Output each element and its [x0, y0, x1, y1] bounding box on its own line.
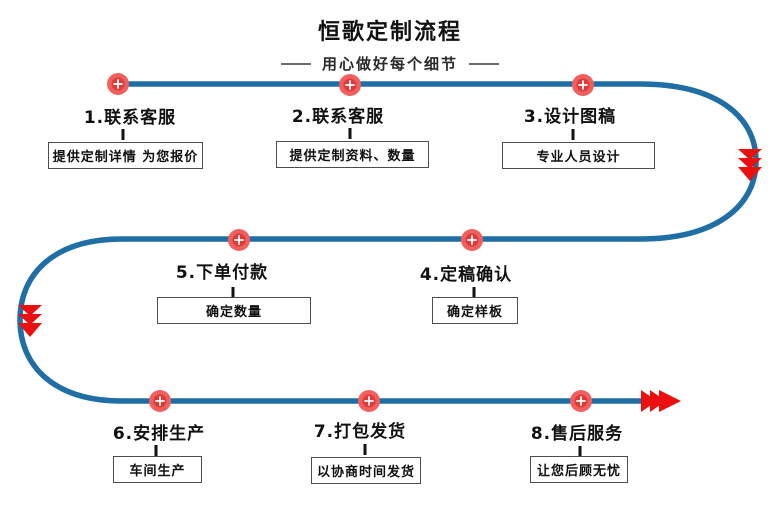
subtitle-dash-right [469, 62, 499, 65]
step-note-text: 确定数量 [205, 305, 262, 320]
step-note-box-7: 以协商时间发货 [311, 457, 421, 484]
step-connector-tick [363, 444, 367, 455]
step-label-1: 1.联系客服 [83, 108, 177, 128]
plus-marker-icon [570, 390, 592, 412]
plus-marker-icon [461, 229, 483, 251]
step-note-text: 让您后顾无忧 [536, 464, 621, 479]
step-note-text: 以协商时间发货 [316, 465, 415, 480]
header: 恒歌定制流程 用心做好每个细节 [0, 14, 780, 74]
step-note-box-5: 确定数量 [157, 297, 311, 324]
step-connector-tick [154, 445, 158, 456]
step-note-text: 专业人员设计 [536, 150, 621, 165]
step-connector-tick [348, 128, 352, 139]
plus-marker-icon [358, 390, 380, 412]
step-label-2: 2.联系客服 [291, 107, 385, 127]
page-subtitle: 用心做好每个细节 [0, 53, 780, 74]
step-note-text: 确定样板 [446, 305, 503, 320]
plus-marker-icon [339, 74, 361, 96]
step-markers [107, 73, 594, 412]
plus-marker-icon [107, 73, 129, 95]
step-connector-tick [571, 129, 575, 140]
step-note-box-1: 提供定制详情 为您报价 [48, 142, 203, 169]
step-connector-tick [231, 287, 235, 298]
subtitle-dash-left [280, 62, 311, 65]
step-note-box-6: 车间生产 [113, 456, 202, 483]
chevron-down-icon [738, 149, 762, 181]
step-note-text: 提供定制资料、数量 [289, 149, 416, 164]
page-title: 恒歌定制流程 [317, 20, 462, 45]
step-label-7: 7.打包发货 [313, 422, 407, 442]
step-note-box-2: 提供定制资料、数量 [276, 141, 429, 168]
step-note-text: 提供定制详情 为您报价 [52, 150, 199, 165]
chevron-down-icon [18, 305, 42, 337]
chevron-right-icon [641, 390, 681, 412]
plus-marker-icon [149, 390, 171, 412]
step-label-8: 8.售后服务 [530, 424, 624, 444]
step-connector-tick [121, 129, 125, 140]
flow-line [17, 81, 759, 404]
step-note-text: 车间生产 [129, 464, 186, 479]
step-note-box-8: 让您后顾无忧 [530, 456, 628, 483]
plus-marker-icon [228, 229, 250, 251]
step-label-5: 5.下单付款 [175, 263, 269, 283]
step-note-box-3: 专业人员设计 [502, 142, 655, 169]
step-connector-tick [578, 446, 582, 457]
step-label-6: 6.安排生产 [112, 424, 206, 444]
step-label-3: 3.设计图稿 [523, 107, 617, 127]
plus-marker-icon [572, 74, 594, 96]
step-connector-tick [472, 287, 476, 298]
page-subtitle-text: 用心做好每个细节 [321, 55, 458, 73]
step-note-box-4: 确定样板 [432, 297, 518, 324]
step-label-4: 4.定稿确认 [419, 265, 513, 285]
